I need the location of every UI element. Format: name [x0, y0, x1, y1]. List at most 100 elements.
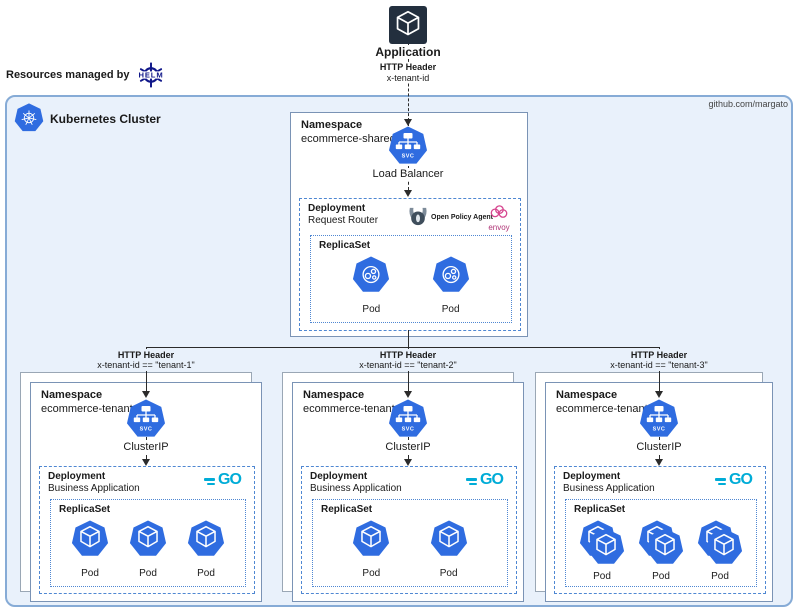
pod-label: Pod — [652, 571, 670, 582]
namespace-kind-label: Namespace — [303, 389, 365, 401]
cube-icon — [389, 6, 427, 44]
envoy-label: envoy — [488, 223, 510, 232]
namespace-tenant-1: Namespace ecommerce-tenant-1 ClusterIP D… — [30, 382, 262, 602]
route-header-value: x-tenant-id == "tenant-2" — [359, 360, 457, 370]
pod-icon — [129, 520, 167, 558]
application-icon — [389, 6, 427, 44]
pod-label: Pod — [197, 568, 215, 579]
go-logo-text: GO — [480, 471, 504, 488]
load-balancer-label: Load Balancer — [348, 168, 468, 180]
watermark-text: github.com/margato — [708, 99, 788, 109]
go-speed-line — [204, 478, 215, 481]
connector-svc-to-deployment — [659, 455, 660, 461]
pod-label: Pod — [593, 571, 611, 582]
envoy-badge: envoy — [482, 205, 516, 232]
replicaset-label: ReplicaSet — [59, 504, 111, 515]
deployment-name: Business Application — [310, 483, 402, 494]
arrowhead-app-to-lb — [404, 119, 412, 126]
pod-icon — [430, 520, 468, 558]
namespace-name: ecommerce-tenant-3 — [556, 403, 658, 415]
opa-badge: Open Policy Agent — [408, 207, 493, 227]
http-header-title: HTTP Header — [348, 62, 468, 72]
pod-stack — [697, 520, 743, 566]
pod-icon — [587, 528, 625, 566]
connector-app-to-lb — [408, 44, 409, 126]
replicaset-tenant-2: ReplicaSet Pod Pod — [312, 499, 508, 587]
route-label-tenant-3: HTTP Header x-tenant-id == "tenant-3" — [589, 349, 729, 371]
connector-svc-to-deployment — [146, 455, 147, 461]
pod: Pod — [187, 520, 225, 579]
opa-label: Open Policy Agent — [431, 213, 493, 221]
go-logo-text: GO — [729, 471, 753, 488]
namespace-shared: Namespace ecommerce-shared Deployment Re… — [290, 112, 528, 337]
arrowhead-lb-to-deployment — [404, 190, 412, 197]
replicaset-label: ReplicaSet — [319, 240, 371, 251]
connector-svc-dash — [659, 437, 660, 440]
load-balancer-svc-icon — [388, 126, 428, 166]
pod: Pod — [352, 256, 390, 315]
deployment-name: Business Application — [563, 483, 655, 494]
route-header-title: HTTP Header — [630, 350, 688, 360]
pod-stacked: Pod — [697, 520, 743, 582]
pod-label: Pod — [439, 568, 458, 579]
pod-label: Pod — [441, 304, 460, 315]
go-speed-line — [466, 478, 477, 481]
pod-icon — [71, 520, 109, 558]
replicaset-label: ReplicaSet — [574, 504, 626, 515]
go-logo: GO — [204, 471, 246, 491]
pod-icon — [352, 520, 390, 558]
deployment-kind-label: Deployment — [48, 471, 106, 482]
namespace-kind-label: Namespace — [301, 119, 363, 131]
pod-label: Pod — [362, 568, 381, 579]
replicaset-tenant-3: ReplicaSet Pod Pod — [565, 499, 757, 587]
route-header-value: x-tenant-id == "tenant-3" — [610, 360, 708, 370]
kubernetes-logo — [14, 103, 44, 133]
pod-icon — [646, 528, 684, 566]
deployment-business-application: Deployment Business Application GO Repli… — [554, 466, 766, 594]
replicaset-shared: ReplicaSet Pod Pod — [310, 235, 512, 323]
pod-icon — [187, 520, 225, 558]
helm-logo-icon — [134, 62, 168, 88]
namespace-name: ecommerce-shared — [301, 133, 396, 145]
branch-line — [146, 347, 659, 348]
clusterip-svc-icon — [126, 399, 166, 439]
replicaset-tenant-1: ReplicaSet Pod Pod Pod — [50, 499, 246, 587]
clusterip-svc-icon — [388, 399, 428, 439]
clusterip-label: ClusterIP — [123, 441, 169, 453]
connector-svc-to-deployment — [408, 455, 409, 461]
clusterip-label: ClusterIP — [636, 441, 682, 453]
application-label: Application — [328, 45, 488, 59]
arrowhead-tenant-2 — [404, 391, 412, 398]
pod: Pod — [352, 520, 390, 579]
connector-svc-dash — [146, 437, 147, 440]
pod-stacked: Pod — [638, 520, 684, 582]
clusterip-label: ClusterIP — [385, 441, 431, 453]
pod-icon — [705, 528, 743, 566]
http-header-value: x-tenant-id — [348, 73, 468, 83]
deployment-kind-label: Deployment — [563, 471, 621, 482]
go-logo: GO — [715, 471, 757, 491]
route-header-title: HTTP Header — [379, 350, 437, 360]
deployment-request-router: Deployment Request Router Open Policy Ag… — [299, 198, 521, 331]
namespace-name: ecommerce-tenant-2 — [303, 403, 405, 415]
deployment-kind-label: Deployment — [308, 203, 366, 214]
deployment-kind-label: Deployment — [310, 471, 368, 482]
connector-shared-to-branch — [408, 330, 409, 347]
pod-icon — [352, 256, 390, 294]
pod-stack — [579, 520, 625, 566]
pod-label: Pod — [711, 571, 729, 582]
deployment-name: Business Application — [48, 483, 140, 494]
go-speed-line — [718, 482, 726, 485]
go-logo: GO — [466, 471, 508, 491]
connector-svc-dash — [408, 437, 409, 440]
clusterip-svc-icon — [639, 399, 679, 439]
namespace-kind-label: Namespace — [41, 389, 103, 401]
deployment-name: Request Router — [308, 215, 379, 226]
pod-stack — [638, 520, 684, 566]
pod: Pod — [430, 520, 468, 579]
pod: Pod — [71, 520, 109, 579]
go-speed-line — [715, 478, 726, 481]
route-label-tenant-1: HTTP Header x-tenant-id == "tenant-1" — [76, 349, 216, 371]
namespace-kind-label: Namespace — [556, 389, 618, 401]
pod: Pod — [432, 256, 470, 315]
